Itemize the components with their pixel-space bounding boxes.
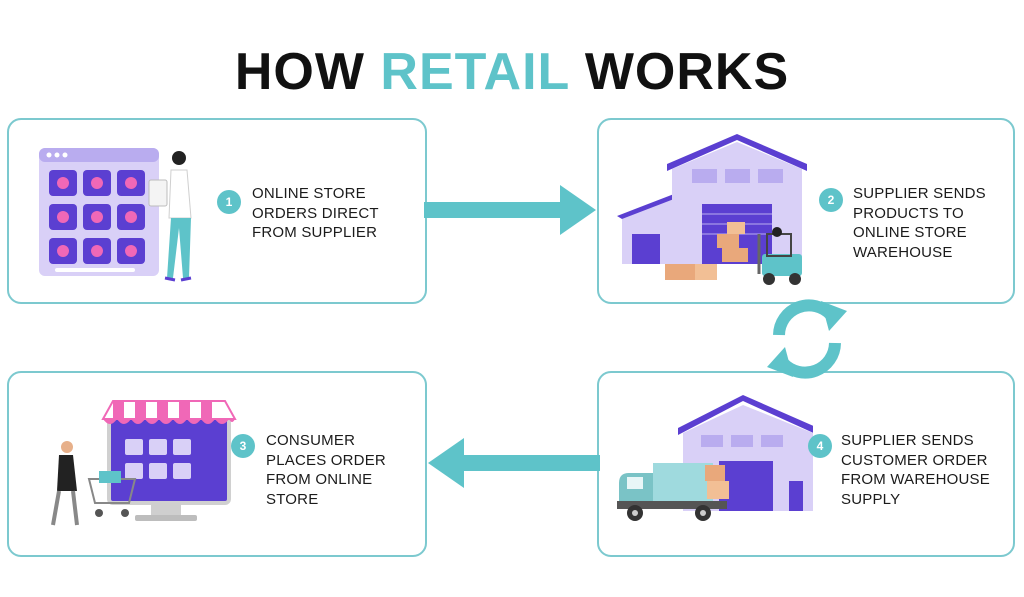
online-store-tablet-icon: [39, 148, 192, 282]
step-number-badge: 3: [231, 434, 255, 458]
step-card-3: 3 CONSUMER PLACES ORDER FROM ONLINE STOR…: [7, 371, 427, 557]
step-description: ONLINE STORE ORDERS DIRECT FROM SUPPLIER: [252, 185, 379, 241]
arrow-right-icon: [424, 185, 596, 235]
step-number-badge: 1: [217, 190, 241, 214]
arrow-left-icon: [428, 438, 600, 488]
warehouse-truck-icon: [617, 395, 813, 521]
step-number-badge: 2: [819, 188, 843, 212]
title-word-works: WORKS: [584, 43, 790, 101]
step-card-2: 2 SUPPLIER SENDS PRODUCTS TO ONLINE STOR…: [597, 118, 1015, 304]
step-description: SUPPLIER SENDS CUSTOMER ORDER FROM WAREH…: [841, 432, 990, 508]
step-number-badge: 4: [808, 434, 832, 458]
step-card-4: 4 SUPPLIER SENDS CUSTOMER ORDER FROM WAR…: [597, 371, 1015, 557]
refresh-cycle-icon: [767, 299, 847, 379]
storefront-monitor-icon: [51, 400, 237, 526]
warehouse-forklift-icon: [617, 134, 807, 285]
page-title: HOW RETAIL WORKS: [0, 42, 1024, 102]
step-card-1: 1 ONLINE STORE ORDERS DIRECT FROM SUPPLI…: [7, 118, 427, 304]
title-word-retail: RETAIL: [380, 43, 570, 101]
title-word-how: HOW: [234, 43, 365, 101]
step-description: SUPPLIER SENDS PRODUCTS TO ONLINE STORE …: [853, 185, 986, 261]
step-description: CONSUMER PLACES ORDER FROM ONLINE STORE: [266, 432, 386, 508]
